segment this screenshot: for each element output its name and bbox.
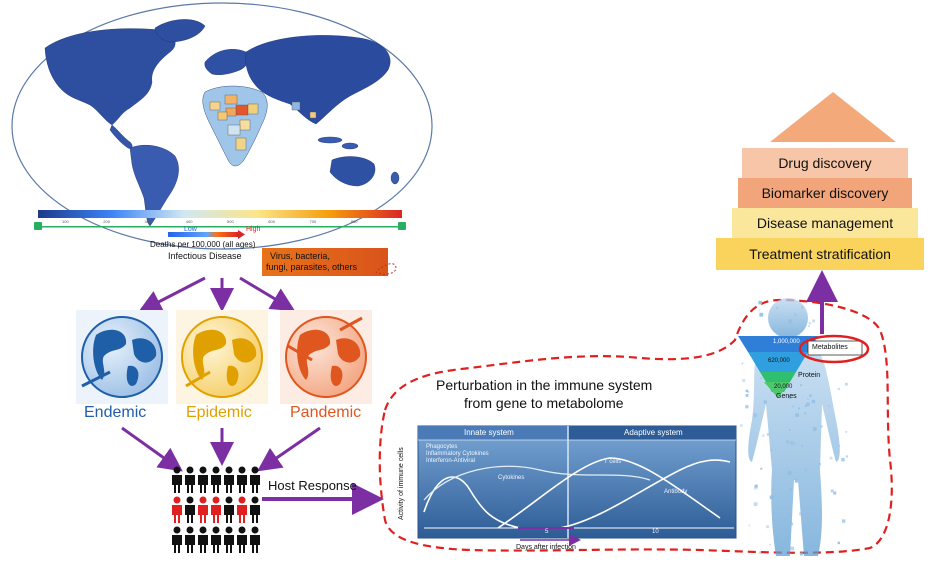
pyramid-biomarker-discovery: Biomarker discovery	[738, 178, 912, 208]
map-scale-tick: 700	[309, 219, 317, 224]
perturbation-region	[378, 298, 893, 554]
epidemic-label: Epidemic	[186, 404, 252, 421]
africa-hotspots	[209, 94, 317, 151]
pathogens-line1: Virus, bacteria,	[270, 251, 330, 261]
metabolites-count: 1,000,000	[773, 339, 800, 345]
innate-title: Innate system	[464, 428, 514, 437]
disease-caption: Infectious Disease	[168, 251, 242, 261]
map-scale-tick: 800	[350, 219, 358, 224]
genes-count: 20,000	[774, 384, 793, 390]
map-scale-tick: 200	[103, 219, 110, 224]
cytokines-label: Cytokines	[498, 475, 525, 481]
genes-label: Genes	[776, 393, 797, 400]
chart-ylabel: Activity of immune cells	[398, 447, 405, 520]
population-icon	[172, 466, 260, 553]
adaptive-title: Adaptive system	[624, 428, 683, 437]
map-scale-tick: 600	[268, 219, 275, 224]
arrow-endemic-to-host	[121, 426, 183, 472]
perturbation-line2: from gene to metabolome	[464, 395, 624, 411]
pyramid-roof	[770, 92, 896, 142]
pathogens-box	[262, 248, 388, 276]
innate-item-1: Phagocytes	[426, 444, 458, 450]
pandemic-label: Pandemic	[290, 404, 362, 421]
immune-chart	[417, 425, 737, 539]
protein-count: 620,000	[768, 358, 790, 364]
protein-label: Protein	[798, 372, 821, 379]
map-scale-tick: 100	[62, 219, 69, 224]
map-scale-tick: 400	[185, 219, 193, 224]
scale-high-label: High	[246, 226, 261, 233]
pandemic-globe-icon	[280, 310, 372, 404]
arrow-to-pandemic	[239, 276, 296, 312]
deaths-caption: Deaths per 100,000 (all ages)	[150, 240, 256, 249]
omics-funnel	[738, 336, 818, 398]
chart-xlabel: Days after infection	[516, 544, 576, 551]
endemic-globe-icon	[76, 310, 168, 404]
pyramid-drug-discovery: Drug discovery	[742, 148, 908, 178]
scale-low-label: Low	[184, 226, 197, 233]
pyramid-disease-management: Disease management	[732, 208, 918, 238]
arrow-to-endemic	[137, 276, 206, 313]
innate-item-2: Inflammatory Cytokines	[426, 451, 489, 457]
pathogens-line2: fungi, parasites, others	[266, 262, 358, 272]
xtick-5: 5	[545, 529, 549, 535]
map-scale-tick: 500	[227, 219, 234, 224]
epidemic-globe-icon	[176, 310, 268, 404]
arrow-pandemic-to-host	[257, 426, 321, 472]
xtick-10: 10	[652, 529, 659, 535]
map-scale-bar	[38, 210, 402, 218]
pyramid-treatment-stratification: Treatment stratification	[716, 238, 924, 270]
innate-item-3: Interferon-Antiviral	[426, 458, 476, 464]
perturbation-line1: Perturbation in the immune system	[436, 377, 653, 393]
endemic-label: Endemic	[84, 404, 147, 421]
map-scale-tick: 300	[144, 219, 152, 224]
antibody-label: Antibody	[664, 489, 688, 495]
low-high-bar	[168, 232, 238, 237]
tcells-label: T cells	[604, 459, 622, 465]
host-response-label: Host Response	[268, 478, 357, 493]
metabolites-label: Metabolites	[812, 344, 848, 351]
metabolites-highlight	[798, 334, 870, 364]
